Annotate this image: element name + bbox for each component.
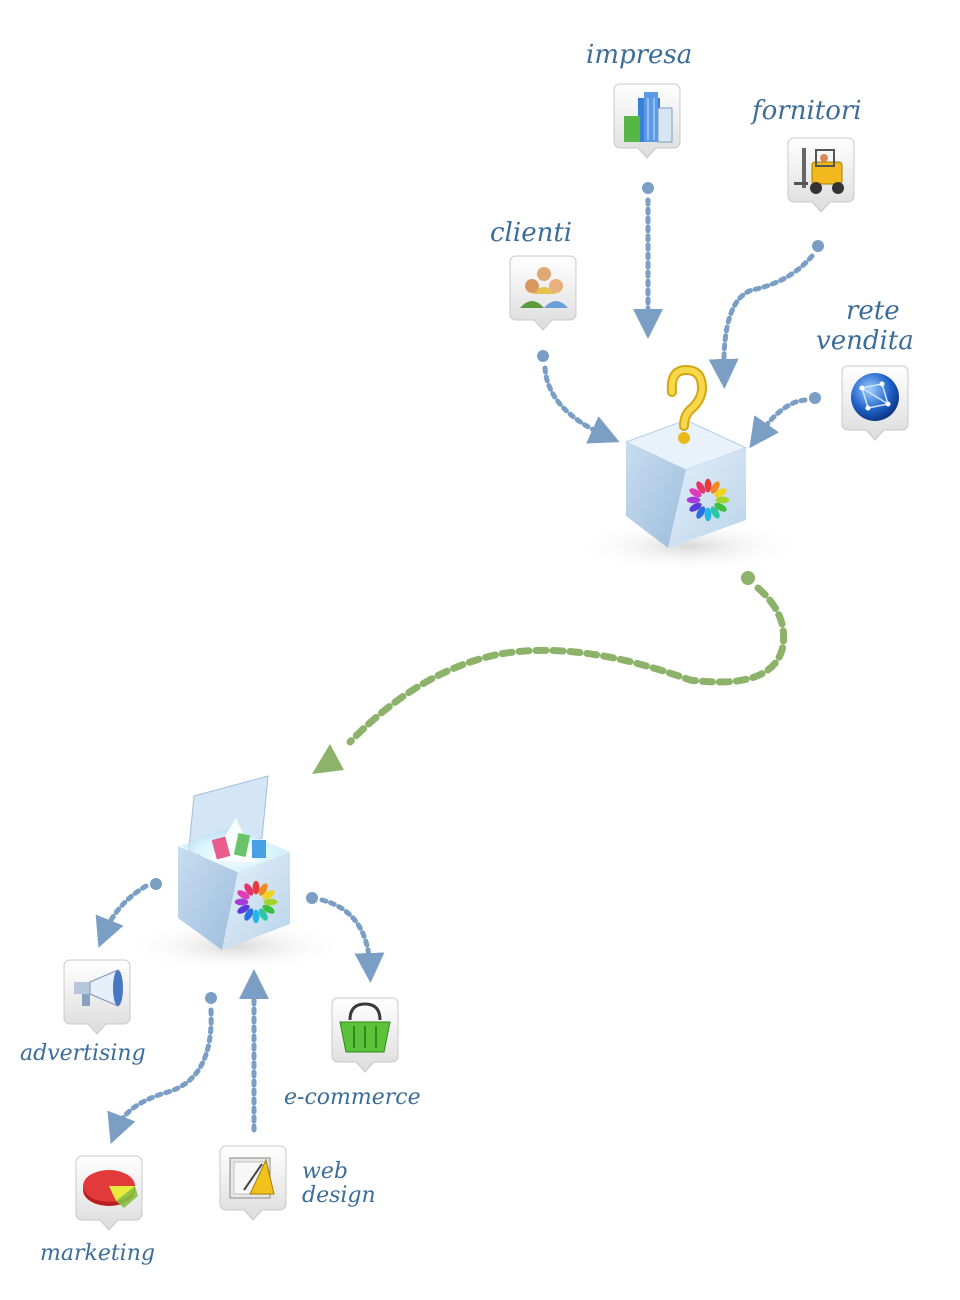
open-box (126, 775, 346, 972)
rete-vendita-label-line2: vendita (816, 326, 914, 356)
clienti-label: clienti (490, 218, 573, 248)
impresa-label: impresa (586, 40, 693, 70)
network-globe-icon (851, 373, 899, 421)
transform-arrow-head (312, 744, 344, 774)
impresa-node (613, 83, 681, 159)
impresa-arrow-start (642, 182, 654, 194)
forklift-icon (794, 148, 844, 194)
office-building-icon (624, 92, 673, 143)
pie-chart-icon (83, 1170, 138, 1208)
megaphone-icon (74, 969, 123, 1007)
closed-box (576, 364, 800, 572)
advertising-arrow (95, 883, 149, 948)
transform-arrow (312, 571, 788, 774)
fornitori-arrow-start (812, 240, 824, 252)
web-design-label-line1: web (302, 1159, 348, 1184)
e-commerce-arrow-start (306, 892, 318, 904)
clienti-node (509, 255, 577, 331)
design-tools-icon (229, 1157, 275, 1199)
e-commerce-label: e-commerce (284, 1085, 421, 1110)
shopping-basket-icon (339, 1002, 391, 1053)
clienti-arrow-start (537, 350, 549, 362)
people-group-icon (520, 267, 568, 308)
transform-arrow-start (741, 571, 755, 585)
fornitori-node (787, 137, 855, 213)
input-arrows (537, 182, 824, 449)
advertising-arrow-start (150, 878, 162, 890)
web-design-label-line2: design (302, 1183, 376, 1208)
output-arrows (95, 878, 385, 1144)
web-design-node (219, 1145, 287, 1221)
advertising-node (63, 959, 131, 1035)
rete-vendita-node (841, 365, 909, 441)
marketing-arrow-start (205, 992, 217, 1004)
rete-vendita-arrow (749, 397, 808, 449)
rete-vendita-arrow-start (809, 392, 821, 404)
closed-box-question-icon (624, 364, 748, 548)
marketing-node (75, 1155, 143, 1231)
e-commerce-arrow (319, 897, 385, 983)
advertising-label: advertising (20, 1041, 146, 1066)
clienti-arrow (542, 365, 620, 444)
open-box-glowing-icon (178, 775, 290, 950)
fornitori-label: fornitori (752, 96, 862, 126)
marketing-arrow (107, 1007, 214, 1144)
rete-vendita-label-line1: rete (846, 296, 900, 326)
marketing-label: marketing (40, 1241, 155, 1266)
fornitori-arrow (708, 253, 815, 389)
e-commerce-node (331, 997, 399, 1073)
